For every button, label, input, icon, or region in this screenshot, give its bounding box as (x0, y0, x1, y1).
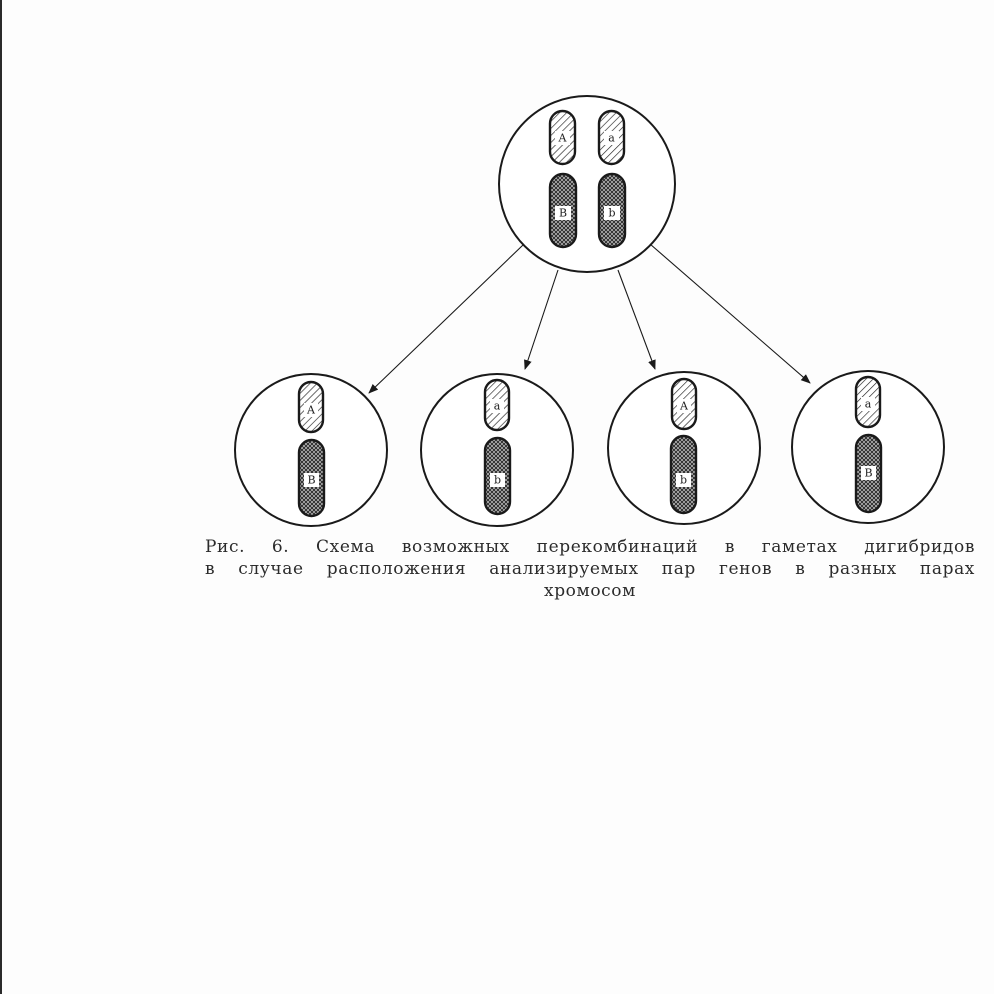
arrow-to-gamete-4 (649, 243, 811, 384)
caption-line-2: в случае расположения анализируемых пар … (205, 559, 975, 579)
gamete-4: a B (791, 370, 945, 524)
svg-text:a: a (494, 400, 501, 413)
svg-text:A: A (306, 404, 316, 417)
caption-line-1: Рис. 6. Схема возможных перекомбинаций в… (205, 537, 975, 557)
svg-text:b: b (608, 207, 615, 220)
parent-cell: A a B b (498, 95, 676, 273)
gamete-4-chromosome-lower: B (854, 433, 883, 514)
gamete-3-chromosome-lower: b (669, 434, 698, 515)
gamete-1: A B (234, 373, 388, 527)
chromosome-b: b (597, 172, 627, 249)
caption-line-3: хромосом (544, 581, 636, 601)
arrow-to-gamete-3 (617, 269, 656, 370)
recombination-diagram: A a B b A (234, 95, 945, 527)
svg-text:B: B (559, 207, 567, 220)
gamete-1-chromosome-lower: B (297, 438, 326, 518)
gamete-4-chromosome-upper: a (854, 375, 882, 429)
svg-text:A: A (679, 400, 689, 413)
svg-text:a: a (608, 132, 615, 145)
arrow-to-gamete-2 (524, 269, 559, 370)
chromosome-B: B (548, 172, 578, 249)
arrows (368, 243, 811, 394)
figure-caption: Рис. 6. Схема возможных перекомбинаций в… (205, 536, 975, 602)
svg-text:B: B (307, 474, 315, 487)
svg-text:a: a (865, 398, 872, 411)
chromosome-A: A (548, 109, 577, 166)
gamete-2-chromosome-upper: a (483, 378, 511, 432)
svg-text:b: b (680, 474, 687, 487)
gamete-2-chromosome-lower: b (483, 436, 512, 516)
chromosome-a: a (597, 109, 626, 166)
gamete-3-chromosome-upper: A (670, 377, 698, 431)
svg-text:B: B (864, 467, 872, 480)
gamete-2: a b (420, 373, 574, 527)
gamete-1-chromosome-upper: A (297, 380, 325, 434)
parent-cell-membrane (498, 95, 676, 273)
page-edge-rule (0, 0, 2, 994)
svg-text:b: b (494, 474, 501, 487)
arrow-to-gamete-1 (368, 244, 524, 394)
svg-text:A: A (558, 132, 568, 145)
gamete-3: A b (607, 371, 761, 525)
